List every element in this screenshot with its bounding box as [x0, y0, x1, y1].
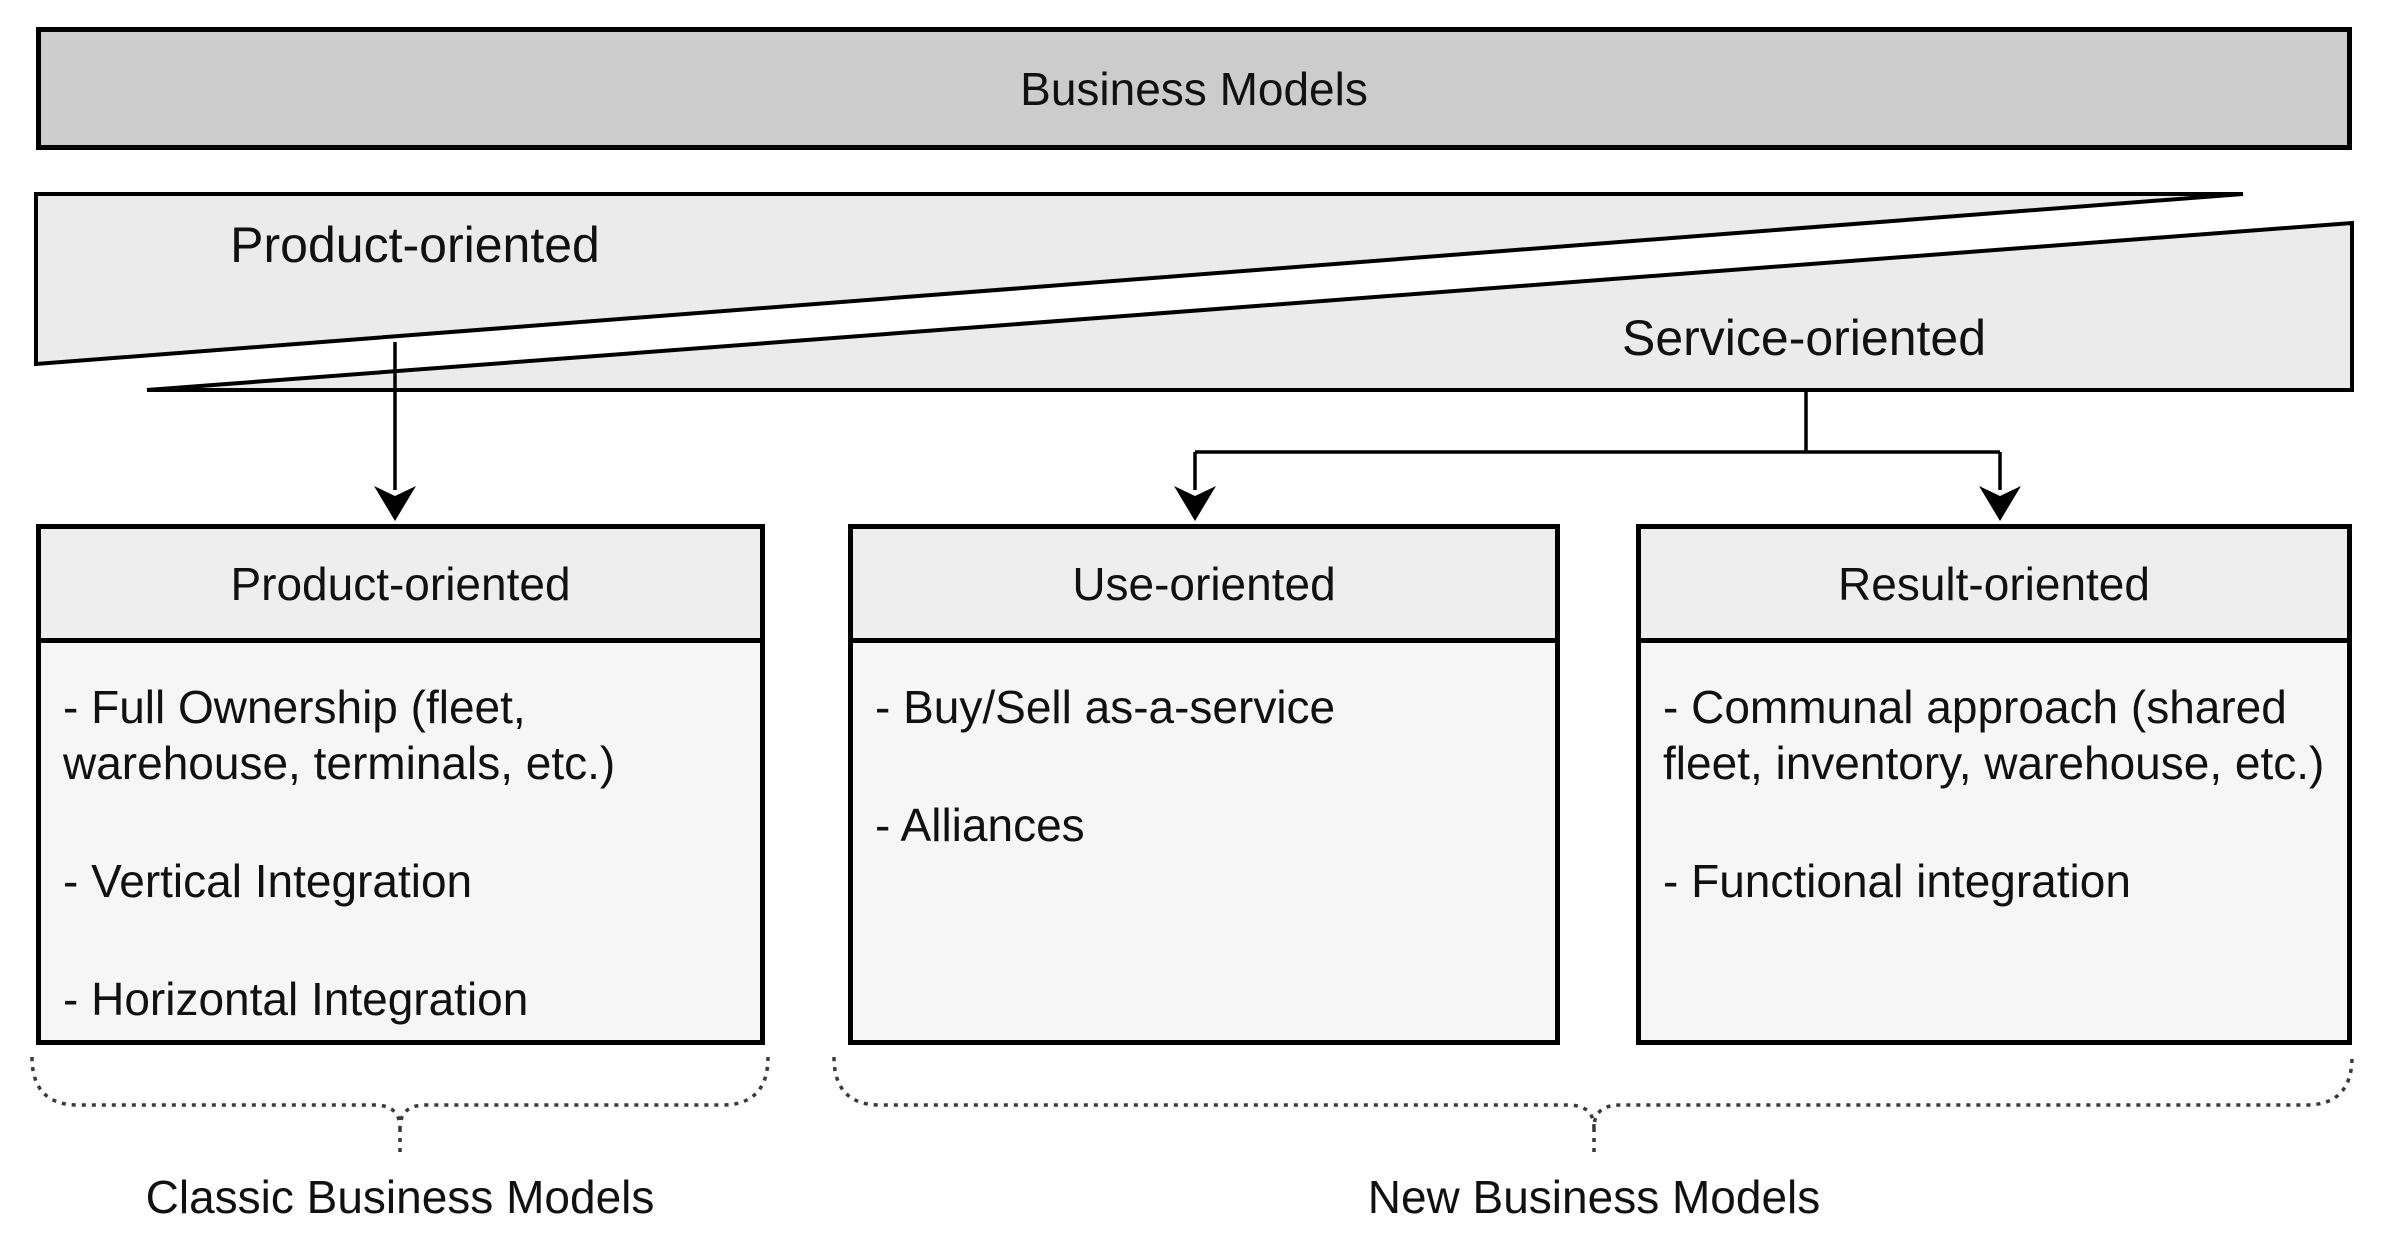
- new-group-brace: [832, 1056, 2354, 1129]
- category-title: Use-oriented: [1072, 557, 1336, 610]
- list-item: - Horizontal Integration: [63, 973, 529, 1025]
- category-title: Result-oriented: [1838, 557, 2150, 610]
- service-wedge-shape: [146, 220, 2354, 392]
- group-label-new-business-models: New Business Models: [1367, 1171, 1821, 1223]
- arrow-product-head-icon: [374, 486, 416, 521]
- classic-group-brace: [30, 1056, 770, 1129]
- category-body: - Communal approach (shared fleet, inven…: [1641, 643, 2347, 909]
- category-box-use-oriented: Use-oriented - Buy/Sell as-a-service - A…: [848, 524, 1560, 1045]
- list-item: - Buy/Sell as-a-service: [875, 681, 1336, 733]
- title-bar: Business Models: [36, 27, 2352, 150]
- group-label-classic-business-models: Classic Business Models: [145, 1171, 655, 1223]
- list-item: - Alliances: [875, 799, 1085, 851]
- spectrum-label-product: Product-oriented: [230, 217, 600, 273]
- category-header: Result-oriented: [1641, 529, 2347, 643]
- list-item: - Communal approach (shared fleet, inven…: [1663, 681, 2325, 789]
- arrow-result-head-icon: [1979, 486, 2021, 521]
- arrow-use-head-icon: [1174, 486, 1216, 521]
- list-item: - Vertical Integration: [63, 855, 473, 907]
- category-body: - Full Ownership (fleet, warehouse, term…: [41, 643, 760, 1027]
- category-box-result-oriented: Result-oriented - Communal approach (sha…: [1636, 524, 2352, 1045]
- category-title: Product-oriented: [230, 557, 571, 610]
- category-header: Use-oriented: [853, 529, 1555, 643]
- category-header: Product-oriented: [41, 529, 760, 643]
- list-item: - Functional integration: [1663, 855, 2131, 907]
- page-title: Business Models: [1020, 62, 1368, 115]
- category-body: - Buy/Sell as-a-service - Alliances: [853, 643, 1555, 853]
- category-box-product-oriented: Product-oriented - Full Ownership (fleet…: [36, 524, 765, 1045]
- product-wedge-shape: [34, 192, 2244, 367]
- list-item: - Full Ownership (fleet, warehouse, term…: [63, 681, 616, 789]
- spectrum-label-service: Service-oriented: [1621, 310, 1987, 366]
